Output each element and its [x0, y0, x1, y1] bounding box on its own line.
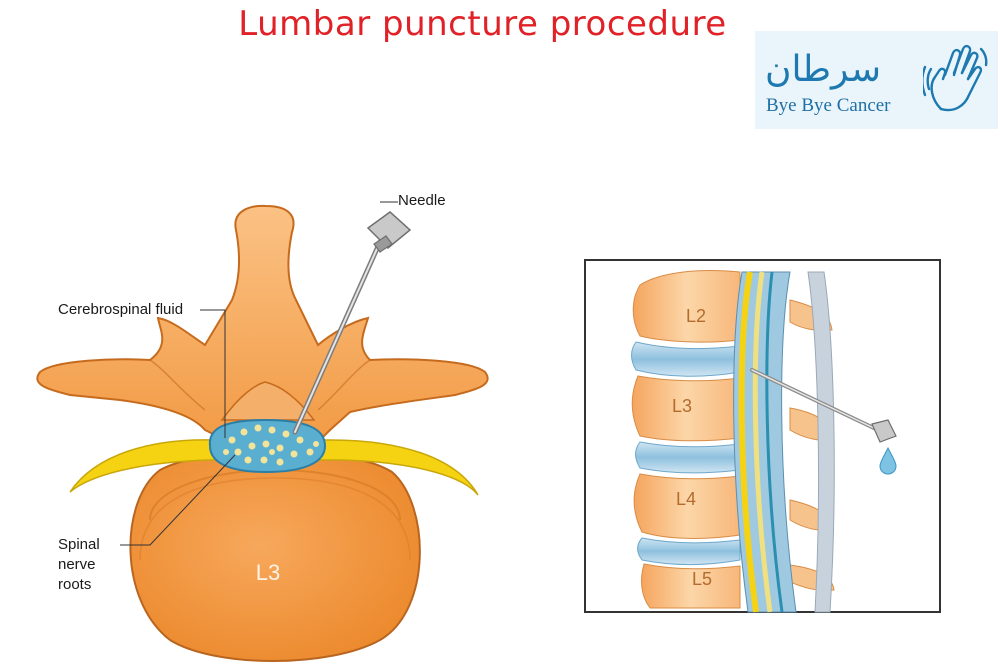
- disc-l2-l3: [631, 341, 741, 377]
- page-title: Lumbar puncture procedure: [238, 4, 727, 44]
- main-vertebra-label: L3: [256, 560, 280, 585]
- label-nerve-roots-3: roots: [58, 576, 92, 593]
- logo-arabic-text: سرطان: [765, 49, 882, 90]
- nerve-roots: [223, 424, 319, 466]
- logo-text: Bye Bye Cancer: [766, 95, 891, 116]
- vertebra-l3: [631, 375, 741, 442]
- vertebra-l5: [641, 563, 741, 609]
- inset-spine: [631, 270, 897, 613]
- vertebra-l2: [632, 270, 741, 343]
- inset-label-l5: L5: [692, 569, 712, 589]
- label-csf: Cerebrospinal fluid: [58, 301, 184, 318]
- waving-hand-icon: [923, 44, 988, 112]
- csf-droplet: [879, 446, 897, 475]
- label-needle: Needle: [398, 192, 446, 209]
- inset-label-l2: L2: [686, 306, 706, 326]
- leader-lines: [120, 201, 398, 546]
- disc-l4-l5: [637, 537, 741, 565]
- inset-label-l4: L4: [676, 489, 696, 509]
- vertebra-cross-section: [36, 204, 489, 662]
- ligament-band: [69, 439, 479, 496]
- logo: سرطان Bye Bye Cancer: [755, 31, 998, 129]
- vertebra-l4: [633, 473, 741, 539]
- disc-l3-l4: [635, 441, 741, 474]
- label-nerve-roots-2: nerve: [58, 556, 96, 573]
- vertebral-arch: [36, 204, 489, 441]
- vertebral-body: [129, 450, 421, 662]
- label-nerve-roots-1: Spinal: [58, 536, 100, 553]
- inset-needle-hub: [871, 419, 897, 443]
- needle-hub: [366, 211, 412, 253]
- inset-label-l3: L3: [672, 396, 692, 416]
